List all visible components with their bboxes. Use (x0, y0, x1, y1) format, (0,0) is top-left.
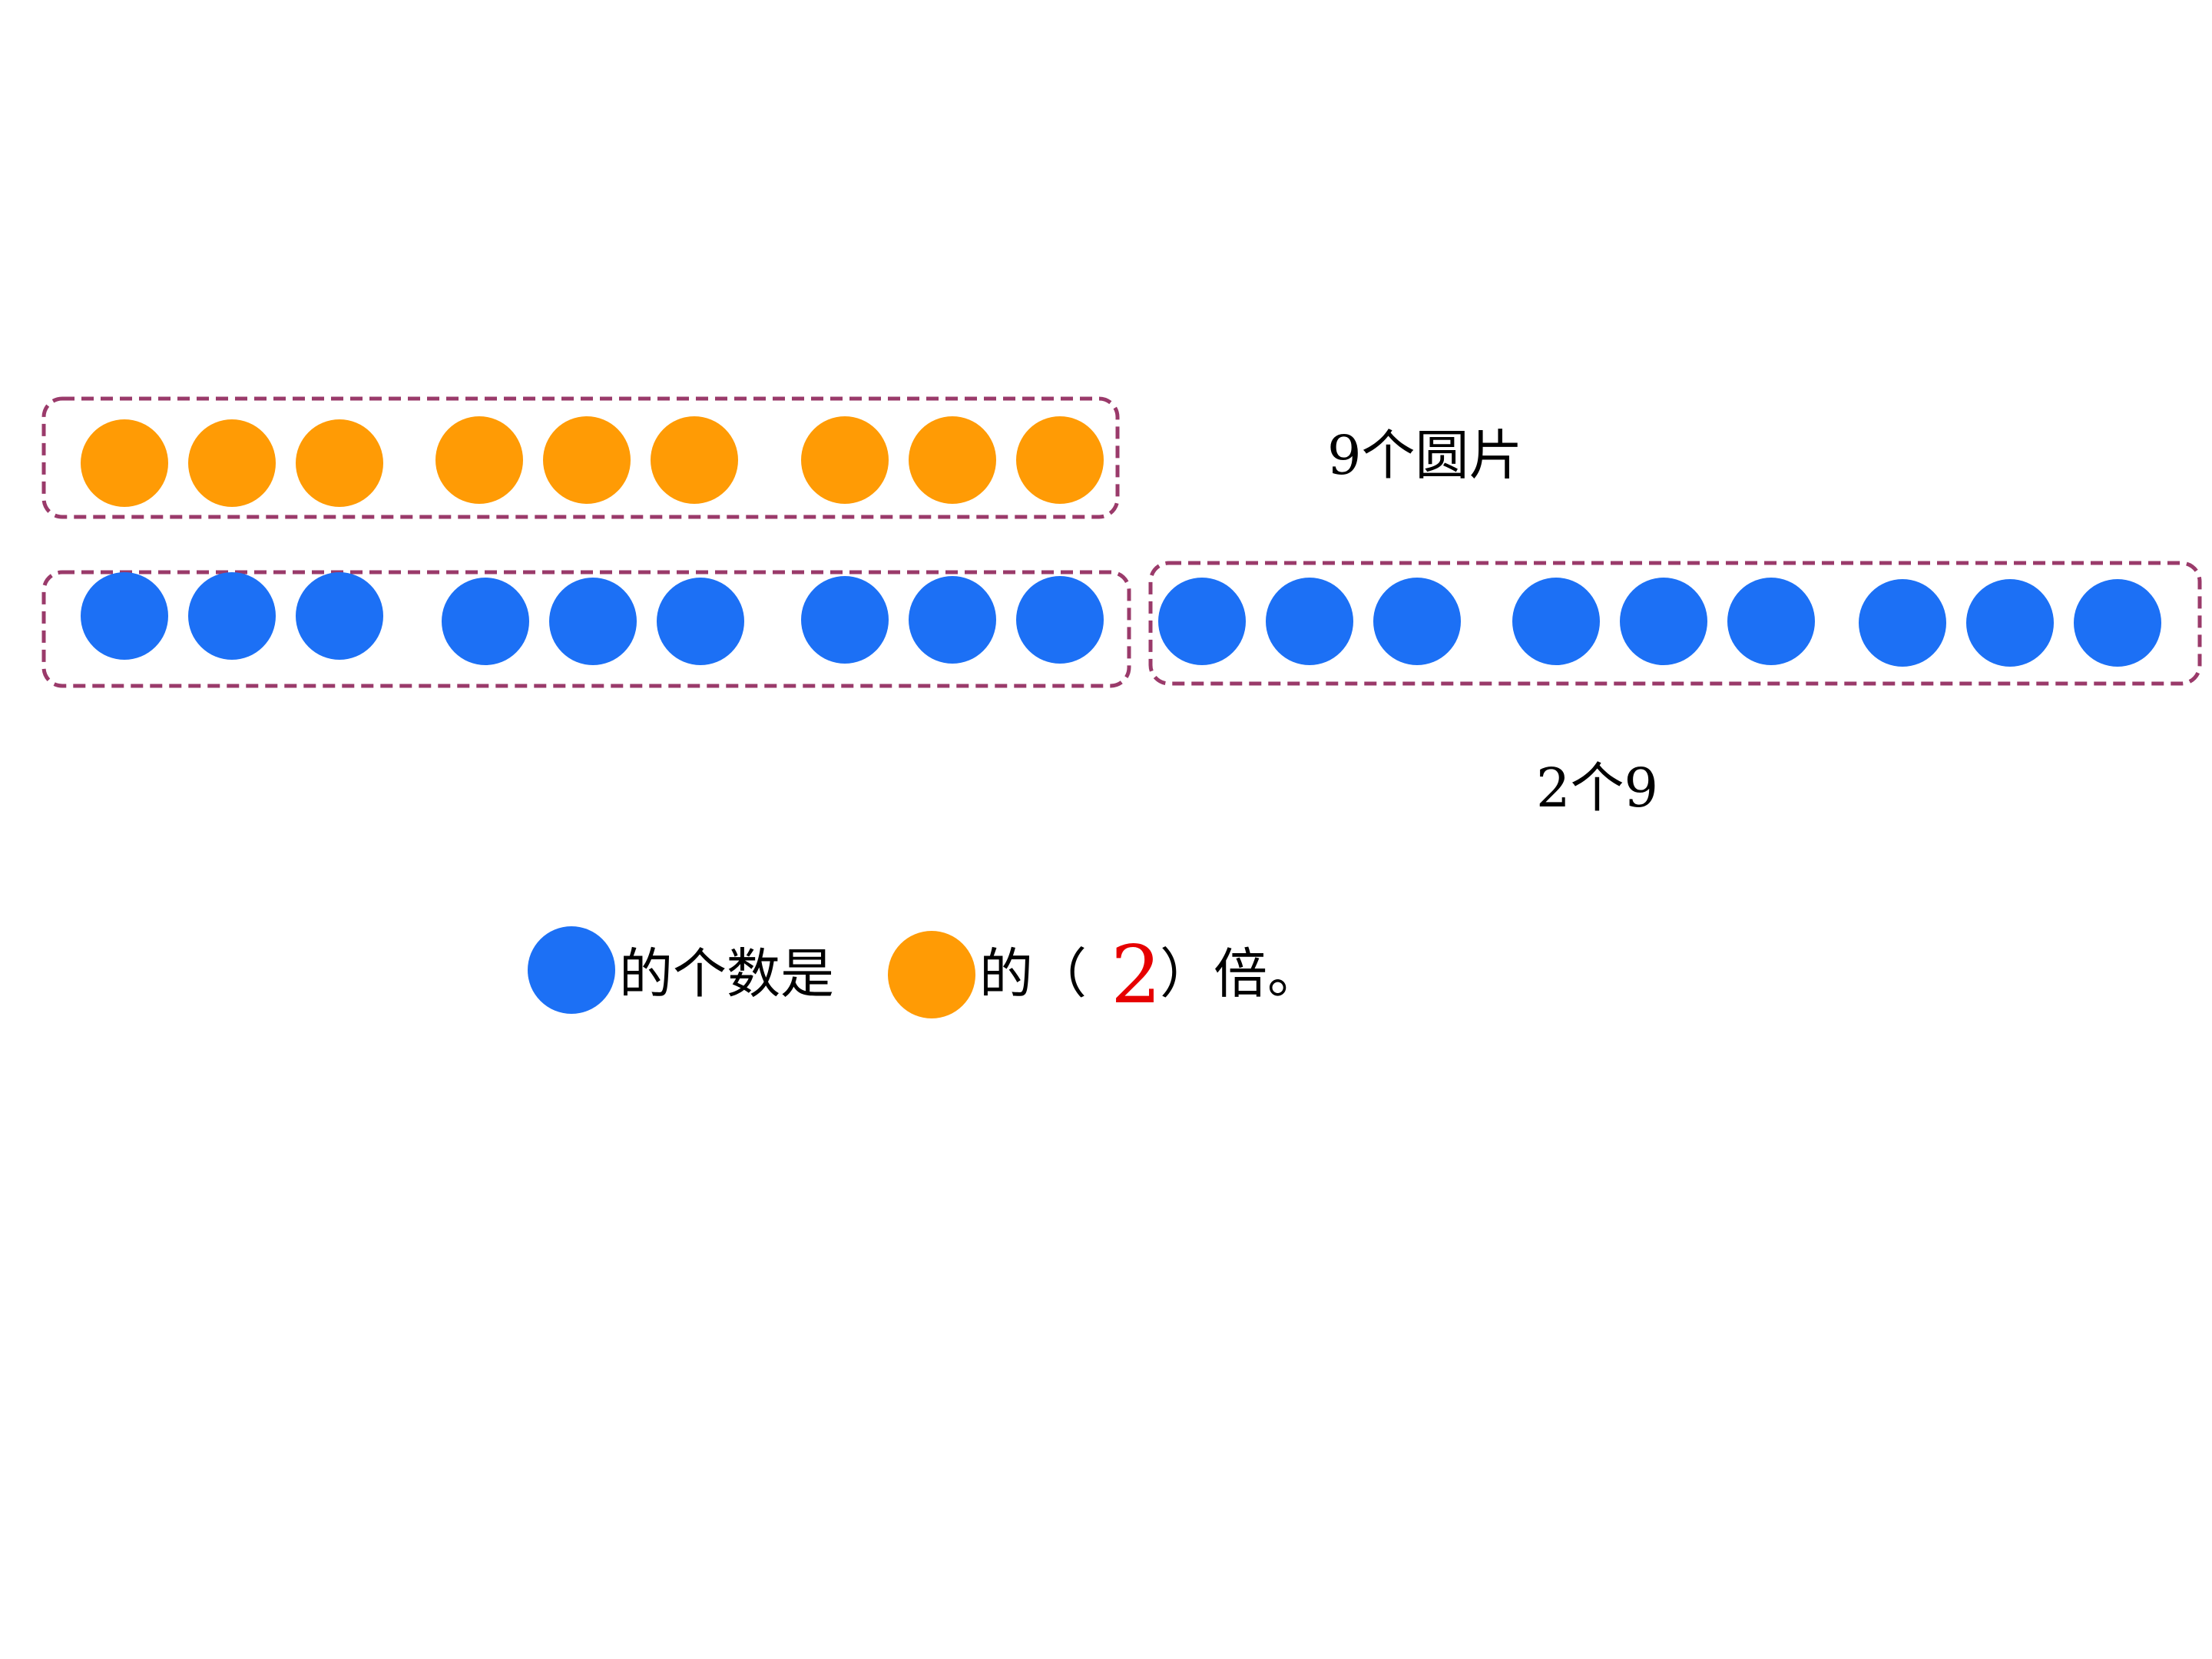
orange-dot (81, 419, 168, 507)
orange-dot (1016, 416, 1104, 504)
blue-dot (81, 572, 168, 660)
orange-dot (651, 416, 738, 504)
blue-dot (657, 578, 744, 665)
orange-dot (296, 419, 383, 507)
blue-dot (909, 576, 996, 664)
blue-dot (1859, 579, 1946, 667)
blue-dot (1727, 578, 1815, 665)
orange-dot (188, 419, 276, 507)
sentence-part2: 的（ (979, 942, 1087, 1005)
orange-dot (801, 416, 889, 504)
orange-dots-row (81, 416, 1104, 507)
sentence-part3: ）倍。 (1160, 942, 1321, 1005)
blue-group-box-1 (41, 570, 1131, 688)
blue-dot (549, 578, 637, 665)
blue-dots-group-1 (81, 572, 1104, 665)
blue-dot (188, 572, 276, 660)
orange-dot-icon (888, 931, 975, 1018)
blue-dots-group-2 (1158, 578, 2161, 667)
orange-dot (435, 416, 523, 504)
blue-dot (1966, 579, 2054, 667)
orange-dot (543, 416, 631, 504)
answer-number: 2 (1111, 928, 1161, 1022)
blue-dot (442, 578, 529, 665)
comparison-sentence: 的个数是 的（ 2 ）倍。 (528, 926, 1321, 1022)
blue-row-label: 2个9 (1536, 757, 1658, 820)
blue-dot (1016, 576, 1104, 664)
orange-group-box (41, 396, 1120, 519)
blue-dot (2074, 579, 2161, 667)
sentence-part1: 的个数是 (619, 942, 834, 1005)
blue-dot (1620, 578, 1707, 665)
blue-dot (1158, 578, 1246, 665)
blue-dot-icon (528, 926, 615, 1014)
orange-row-label: 9个圆片 (1327, 424, 1523, 487)
blue-dot (1266, 578, 1353, 665)
blue-dot (1373, 578, 1461, 665)
blue-dot (801, 576, 889, 664)
blue-group-box-2 (1148, 561, 2202, 686)
blue-dot (296, 572, 383, 660)
blue-dot (1512, 578, 1600, 665)
orange-dot (909, 416, 996, 504)
